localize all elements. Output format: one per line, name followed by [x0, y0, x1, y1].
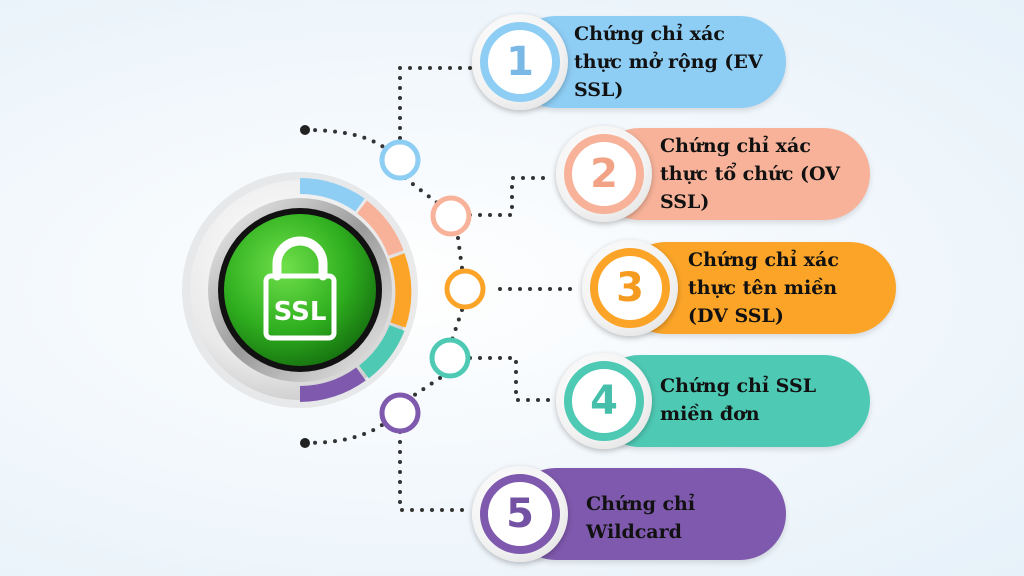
item-4-number: 4 — [590, 378, 618, 424]
node-ring-3 — [444, 268, 486, 310]
connector-5 — [398, 430, 472, 512]
connector-1 — [398, 66, 472, 142]
arc-segment-5 — [299, 367, 366, 402]
item-3-number-badge: 3 — [582, 240, 678, 336]
item-3-number: 3 — [616, 265, 644, 311]
arc-segment-4 — [358, 324, 405, 379]
node-ring-2 — [430, 195, 472, 237]
dot-left-top — [300, 125, 310, 135]
badge-ssl-text: SSL — [274, 297, 327, 327]
arc-segment-1 — [299, 177, 365, 212]
connector-1-2 — [403, 176, 442, 207]
connector-3-4 — [450, 308, 464, 342]
arc-segment-2 — [356, 200, 404, 257]
item-1-number-badge: 1 — [472, 14, 568, 110]
item-5-number-badge: 5 — [472, 466, 568, 562]
item-2-number-badge: 2 — [556, 126, 652, 222]
connector-4 — [468, 356, 554, 402]
item-4-number-badge: 4 — [556, 353, 652, 449]
arc-segment-3 — [389, 253, 412, 328]
item-5-label: Chứng chỉ Wildcard — [586, 493, 696, 543]
item-2-label: Chứng chỉ xác thực tổ chức (OV SSL) — [660, 135, 840, 213]
connector-2-3 — [456, 236, 464, 270]
padlock-icon — [263, 236, 337, 341]
ring-nodes — [379, 139, 486, 434]
connector-lines — [303, 66, 582, 512]
item-2-number: 2 — [590, 151, 618, 197]
connector-2 — [468, 176, 550, 217]
node-ring-4 — [429, 337, 471, 379]
node-ring-5 — [379, 392, 421, 434]
dot-left-bottom — [300, 438, 310, 448]
connector-left-bottom — [303, 423, 384, 445]
item-4-label: Chứng chỉ SSL miền đơn — [660, 375, 817, 425]
connector-left-top — [303, 128, 387, 150]
ssl-badge: SSL — [182, 172, 418, 408]
item-5-number: 5 — [506, 491, 534, 537]
node-ring-1 — [379, 139, 421, 181]
connector-4-5 — [408, 376, 442, 400]
item-3-label: Chứng chỉ xác thực tên miền (DV SSL) — [688, 249, 839, 327]
item-1-label: Chứng chỉ xác thực mở rộng (EV SSL) — [574, 23, 763, 101]
item-1-number: 1 — [506, 39, 534, 85]
